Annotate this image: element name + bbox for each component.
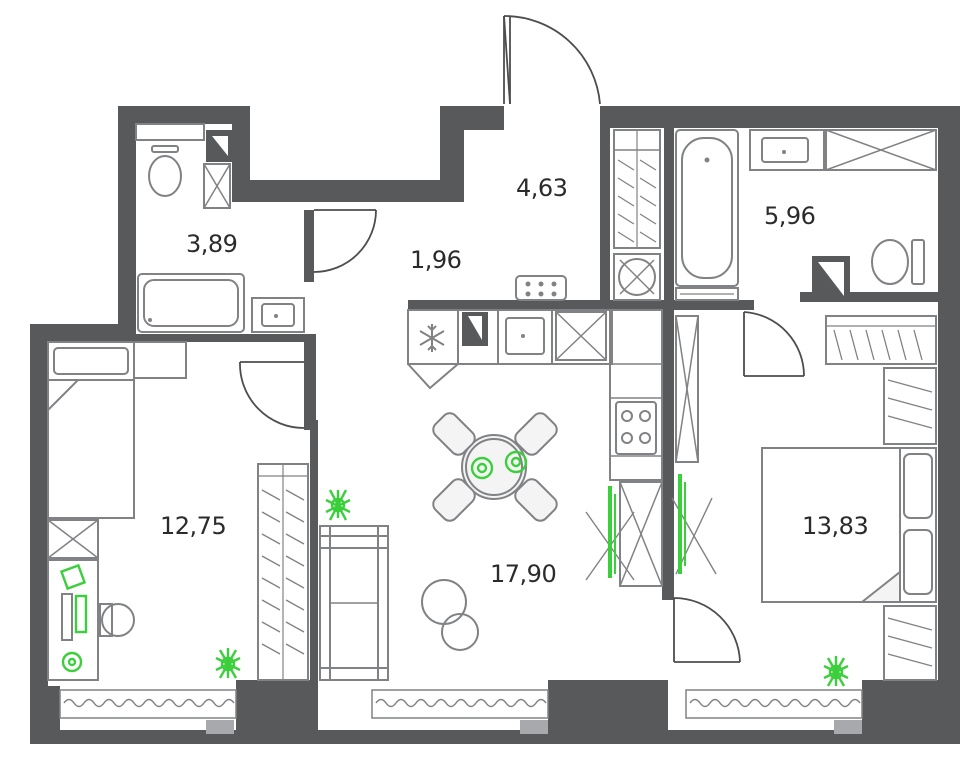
bedroom-right-furniture <box>761 315 937 681</box>
windows <box>59 689 863 734</box>
doors <box>239 15 805 663</box>
kitchen-counter <box>407 309 699 587</box>
living-wardrobe <box>257 463 309 681</box>
area-label-bedroom-left: 12,75 <box>160 512 226 540</box>
sofa <box>319 525 389 681</box>
sliding-partition <box>585 474 717 581</box>
plant-icon <box>215 648 241 679</box>
side-table <box>441 613 479 651</box>
plant-icon <box>325 489 351 521</box>
plant-icon <box>823 656 849 687</box>
area-label-bathroom-large: 5,96 <box>764 202 815 230</box>
area-label-corridor: 1,96 <box>410 246 461 274</box>
bathroom-small-fixtures <box>135 123 305 333</box>
area-label-hallway: 4,63 <box>516 174 567 202</box>
hallway-wardrobe <box>515 129 661 301</box>
coffee-table <box>421 579 467 625</box>
bedroom-left-furniture <box>47 341 187 681</box>
snowflake-icon <box>419 324 445 352</box>
area-label-bathroom-small: 3,89 <box>186 230 237 258</box>
dining-table <box>432 412 558 522</box>
bathroom-large-fixtures <box>675 129 937 301</box>
area-label-bedroom-right: 13,83 <box>802 512 868 540</box>
walls <box>30 106 960 744</box>
area-label-kitchen-living: 17,90 <box>490 560 556 588</box>
